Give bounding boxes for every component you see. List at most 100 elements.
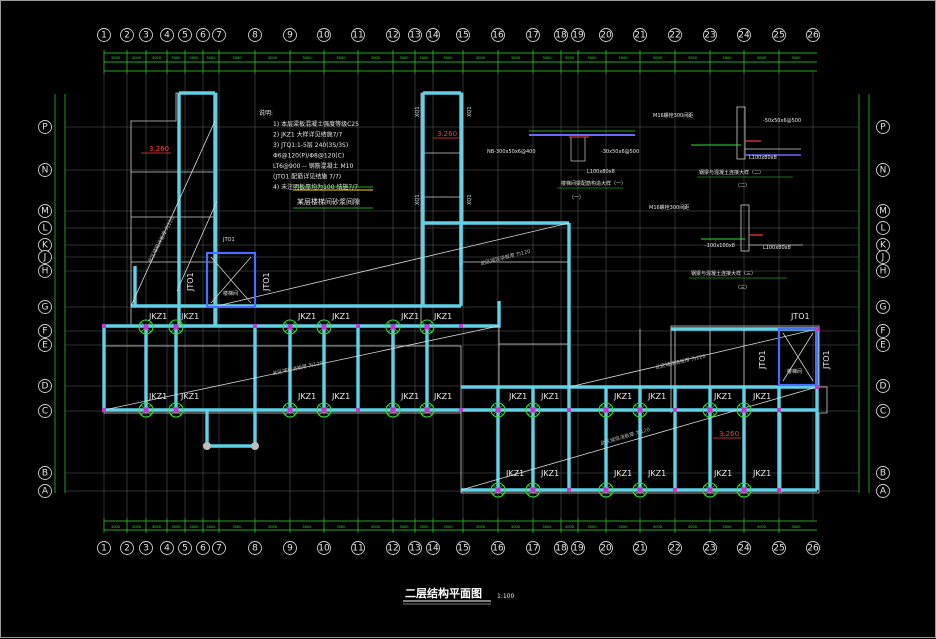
axis-bubble-18-top[interactable]: 18 xyxy=(554,28,568,42)
axis-bubble-6-bottom[interactable]: 6 xyxy=(196,541,210,555)
axis-bubble-18-bottom[interactable]: 18 xyxy=(554,541,568,555)
axis-bubble-M-left[interactable]: M xyxy=(38,204,52,218)
secondary-beams xyxy=(144,326,781,490)
column xyxy=(287,324,293,330)
axis-bubble-G-right[interactable]: G xyxy=(876,300,890,314)
jkz1-column-ring xyxy=(632,402,648,418)
axis-bubble-12-bottom[interactable]: 12 xyxy=(386,541,400,555)
axis-bubble-20-bottom[interactable]: 20 xyxy=(599,541,613,555)
axis-bubble-B-left[interactable]: B xyxy=(38,466,52,480)
axis-bubble-D-right[interactable]: D xyxy=(876,379,890,393)
axis-bubble-L-left[interactable]: L xyxy=(38,221,52,235)
axis-bubble-5-bottom[interactable]: 5 xyxy=(178,541,192,555)
column xyxy=(356,408,360,412)
axis-bubble-19-bottom[interactable]: 19 xyxy=(571,541,585,555)
svg-text:3000: 3000 xyxy=(587,56,597,60)
svg-text:20: 20 xyxy=(600,31,612,41)
svg-text:3000: 3000 xyxy=(268,56,278,60)
jkz1-label: JKZ1 xyxy=(180,312,199,321)
svg-text:L: L xyxy=(880,224,885,234)
axis-bubble-K-left[interactable]: K xyxy=(38,238,52,252)
axis-bubble-M-right[interactable]: M xyxy=(876,204,890,218)
axis-bubble-15-top[interactable]: 15 xyxy=(456,28,470,42)
note-line: LT6@900 -- 钢筋混凝土 M10 xyxy=(273,162,353,170)
axis-bubble-21-bottom[interactable]: 21 xyxy=(633,541,647,555)
axis-bubble-10-bottom[interactable]: 10 xyxy=(317,541,331,555)
axis-bubble-C-left[interactable]: C xyxy=(38,404,52,418)
axis-bubble-15-bottom[interactable]: 15 xyxy=(456,541,470,555)
axis-bubble-8-top[interactable]: 8 xyxy=(248,28,262,42)
axis-bubble-F-right[interactable]: F xyxy=(876,324,890,338)
stairwell-right[interactable] xyxy=(777,327,819,387)
axis-bubble-E-right[interactable]: E xyxy=(876,338,890,352)
axis-bubble-24-bottom[interactable]: 24 xyxy=(737,541,751,555)
axis-bubble-12-top[interactable]: 12 xyxy=(386,28,400,42)
axis-bubble-D-left[interactable]: D xyxy=(38,379,52,393)
axis-bubble-24-top[interactable]: 24 xyxy=(737,28,751,42)
axis-bubble-H-right[interactable]: H xyxy=(876,264,890,278)
axis-bubble-B-right[interactable]: B xyxy=(876,466,890,480)
axis-bubble-A-left[interactable]: A xyxy=(38,484,52,498)
axis-bubble-N-right[interactable]: N xyxy=(876,163,890,177)
detail-three-label-2: -100x100x8 xyxy=(705,243,735,249)
axis-bubble-13-top[interactable]: 13 xyxy=(408,28,422,42)
detail-one-caption: 楼梯间梁配筋构造大样（一） xyxy=(561,180,626,187)
axis-bubble-10-top[interactable]: 10 xyxy=(317,28,331,42)
axis-bubble-9-top[interactable]: 9 xyxy=(283,28,297,42)
axis-bubble-23-bottom[interactable]: 23 xyxy=(703,541,717,555)
axis-bubble-7-top[interactable]: 7 xyxy=(212,28,226,42)
axis-bubble-2-bottom[interactable]: 2 xyxy=(120,541,134,555)
axis-bubble-20-top[interactable]: 20 xyxy=(599,28,613,42)
axis-bubble-E-left[interactable]: E xyxy=(38,338,52,352)
axis-bubble-G-left[interactable]: G xyxy=(38,300,52,314)
axis-bubble-1-bottom[interactable]: 1 xyxy=(97,541,111,555)
axis-bubble-4-top[interactable]: 4 xyxy=(160,28,174,42)
axis-bubble-26-top[interactable]: 26 xyxy=(806,28,820,42)
axis-bubble-16-bottom[interactable]: 16 xyxy=(491,541,505,555)
axis-bubble-11-top[interactable]: 11 xyxy=(351,28,365,42)
column xyxy=(143,324,149,330)
axis-bubble-1-top[interactable]: 1 xyxy=(97,28,111,42)
axis-bubble-13-bottom[interactable]: 13 xyxy=(408,541,422,555)
column xyxy=(567,488,571,492)
axis-bubble-8-bottom[interactable]: 8 xyxy=(248,541,262,555)
axis-bubble-16-top[interactable]: 16 xyxy=(491,28,505,42)
svg-text:3000: 3000 xyxy=(511,56,521,60)
axis-bubble-L-right[interactable]: L xyxy=(876,221,890,235)
axis-bubble-26-bottom[interactable]: 26 xyxy=(806,541,820,555)
axis-bubble-14-top[interactable]: 14 xyxy=(426,28,440,42)
axis-bubble-14-bottom[interactable]: 14 xyxy=(426,541,440,555)
axis-bubble-K-right[interactable]: K xyxy=(876,238,890,252)
axis-bubble-6-top[interactable]: 6 xyxy=(196,28,210,42)
axis-bubble-17-top[interactable]: 17 xyxy=(526,28,540,42)
stairwell-left[interactable] xyxy=(205,251,257,309)
axis-bubble-19-top[interactable]: 19 xyxy=(571,28,585,42)
axis-bubble-P-left[interactable]: P xyxy=(38,120,52,134)
axis-bubble-C-right[interactable]: C xyxy=(876,404,890,418)
axis-bubble-25-bottom[interactable]: 25 xyxy=(772,541,786,555)
axis-bubble-4-bottom[interactable]: 4 xyxy=(160,541,174,555)
axis-bubble-7-bottom[interactable]: 7 xyxy=(212,541,226,555)
axis-bubble-25-top[interactable]: 25 xyxy=(772,28,786,42)
axis-bubble-N-left[interactable]: N xyxy=(38,163,52,177)
axis-bubble-J-right[interactable]: J xyxy=(876,250,890,264)
axis-bubble-17-bottom[interactable]: 17 xyxy=(526,541,540,555)
axis-bubble-5-top[interactable]: 5 xyxy=(178,28,192,42)
axis-bubble-22-bottom[interactable]: 22 xyxy=(668,541,682,555)
axis-bubble-3-bottom[interactable]: 3 xyxy=(139,541,153,555)
axis-bubble-H-left[interactable]: H xyxy=(38,264,52,278)
axis-bubble-11-bottom[interactable]: 11 xyxy=(351,541,365,555)
axis-bubble-F-left[interactable]: F xyxy=(38,324,52,338)
axis-bubble-J-left[interactable]: J xyxy=(38,250,52,264)
axis-bubble-22-top[interactable]: 22 xyxy=(668,28,682,42)
axis-bubble-A-right[interactable]: A xyxy=(876,484,890,498)
svg-text:1: 1 xyxy=(101,31,107,41)
axis-bubble-9-bottom[interactable]: 9 xyxy=(283,541,297,555)
axis-bubble-23-top[interactable]: 23 xyxy=(703,28,717,42)
axis-bubble-21-top[interactable]: 21 xyxy=(633,28,647,42)
svg-text:9: 9 xyxy=(287,31,293,41)
axis-bubble-3-top[interactable]: 3 xyxy=(139,28,153,42)
axis-bubble-2-top[interactable]: 2 xyxy=(120,28,134,42)
axis-bubble-P-right[interactable]: P xyxy=(876,120,890,134)
